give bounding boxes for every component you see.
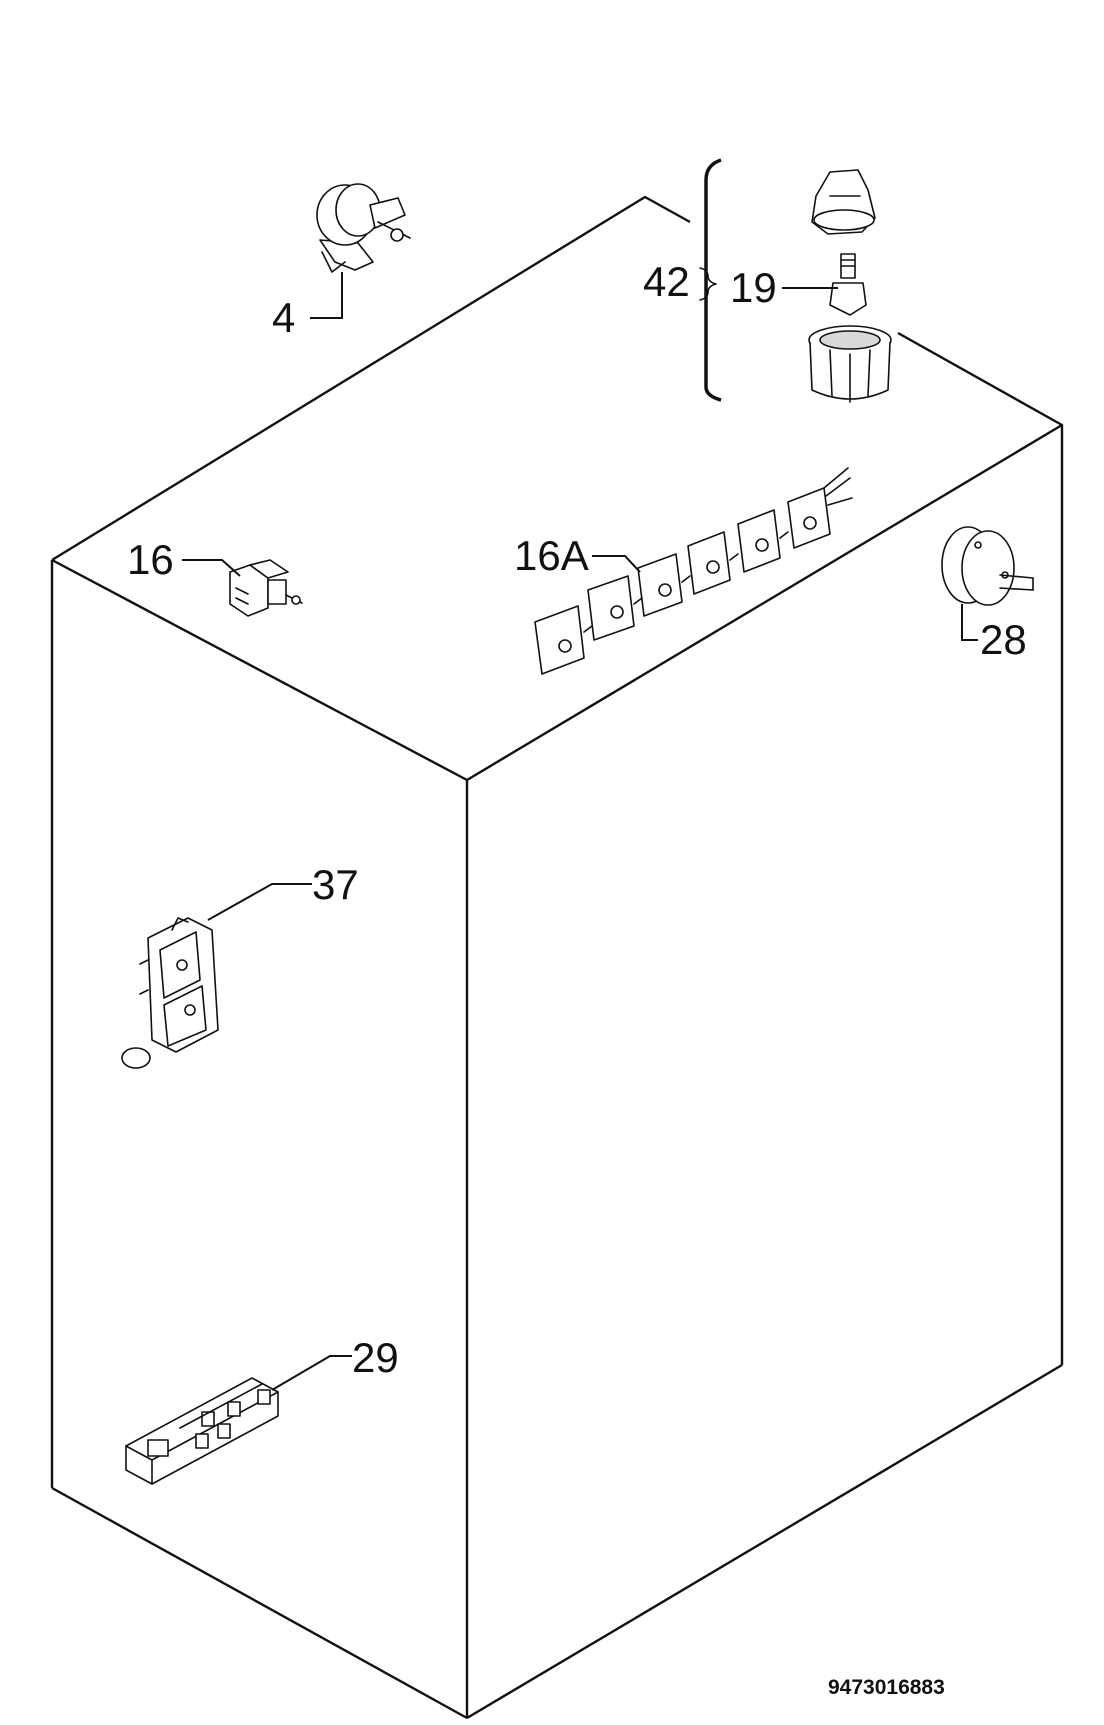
part-4-motor bbox=[316, 183, 411, 273]
cabinet-bottom-edge-right bbox=[466, 1363, 1063, 1720]
leader-16 bbox=[182, 559, 241, 577]
part-19-burner-cap-assembly bbox=[808, 169, 892, 403]
label-part-29: 29 bbox=[352, 1334, 399, 1381]
part-16a-switch-bank bbox=[534, 467, 853, 675]
label-part-16: 16 bbox=[127, 536, 174, 583]
leader-37 bbox=[207, 883, 312, 921]
label-part-28: 28 bbox=[980, 616, 1027, 663]
part-16-switch bbox=[229, 559, 303, 617]
label-part-42: 42 bbox=[643, 258, 690, 305]
leader-4 bbox=[310, 272, 343, 319]
label-part-4: 4 bbox=[272, 294, 295, 341]
cabinet-top-edge-right bbox=[897, 331, 1064, 1365]
part-29-ignition-unit bbox=[125, 1377, 279, 1485]
leader-28 bbox=[961, 604, 978, 641]
leader-29 bbox=[271, 1355, 352, 1391]
part-42-bracket bbox=[699, 158, 722, 402]
cabinet-bottom-edge-left bbox=[51, 1486, 468, 1720]
leader-16a bbox=[592, 555, 641, 573]
cabinet-top-edge-left bbox=[51, 195, 691, 562]
label-part-16a: 16A bbox=[514, 532, 589, 579]
label-part-19: 19 bbox=[730, 264, 777, 311]
part-28-thermostat bbox=[941, 526, 1034, 606]
part-37-control-module bbox=[121, 917, 219, 1069]
cabinet-body bbox=[50, 195, 1064, 1720]
label-part-37: 37 bbox=[312, 861, 359, 908]
drawing-code: 9473016883 bbox=[828, 1676, 945, 1699]
cabinet-front-edge bbox=[51, 423, 1063, 782]
